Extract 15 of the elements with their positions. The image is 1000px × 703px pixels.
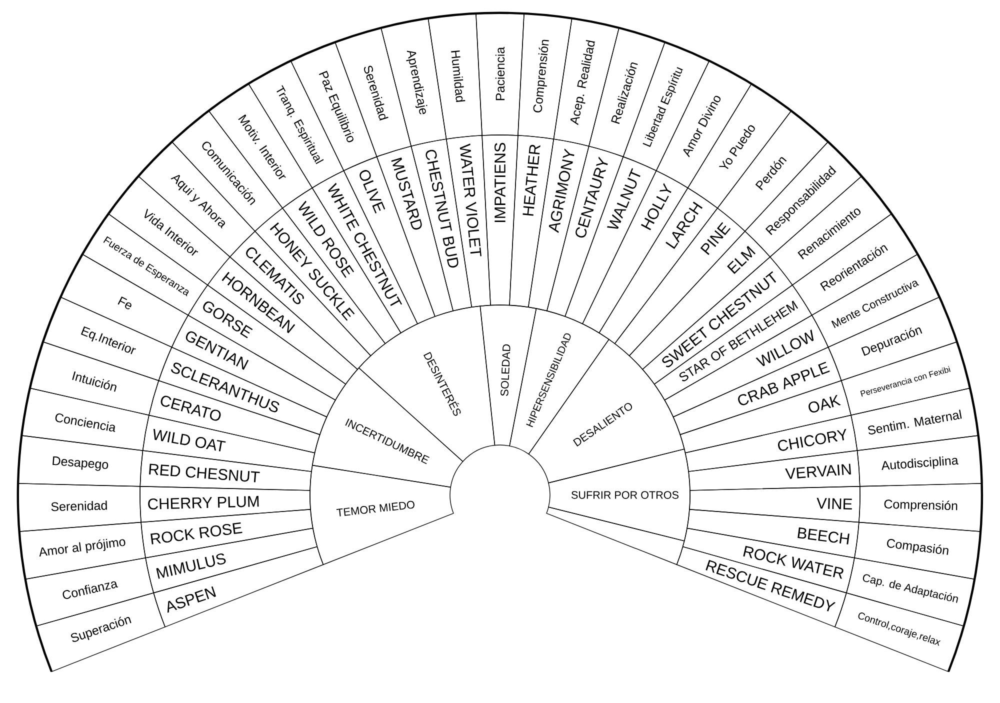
quality-sector: Humildad	[428, 13, 482, 140]
quality-sector: Comprensión	[858, 483, 982, 532]
remedy-sector: IMPATIENS	[482, 134, 518, 306]
category-sector	[546, 506, 685, 565]
remedy-sector: CHERRY PLUM	[140, 486, 311, 523]
quality-sector: Paciencia	[476, 12, 524, 136]
quality-sector: Autodisciplina	[856, 435, 982, 487]
category-sector: TEMOR MIEDO	[310, 464, 454, 565]
category-sector: SUFRIR POR OTROS	[548, 448, 690, 542]
remedy-sector: RED CHESNUT	[140, 450, 312, 491]
quality-sector: Serenidad	[18, 483, 142, 532]
remedy-sector: VERVAIN	[688, 450, 860, 491]
quality-sector: Desapego	[18, 435, 144, 487]
remedy-sector: VINE	[689, 486, 860, 523]
quality-sector: Amor al prójimo	[19, 522, 146, 580]
